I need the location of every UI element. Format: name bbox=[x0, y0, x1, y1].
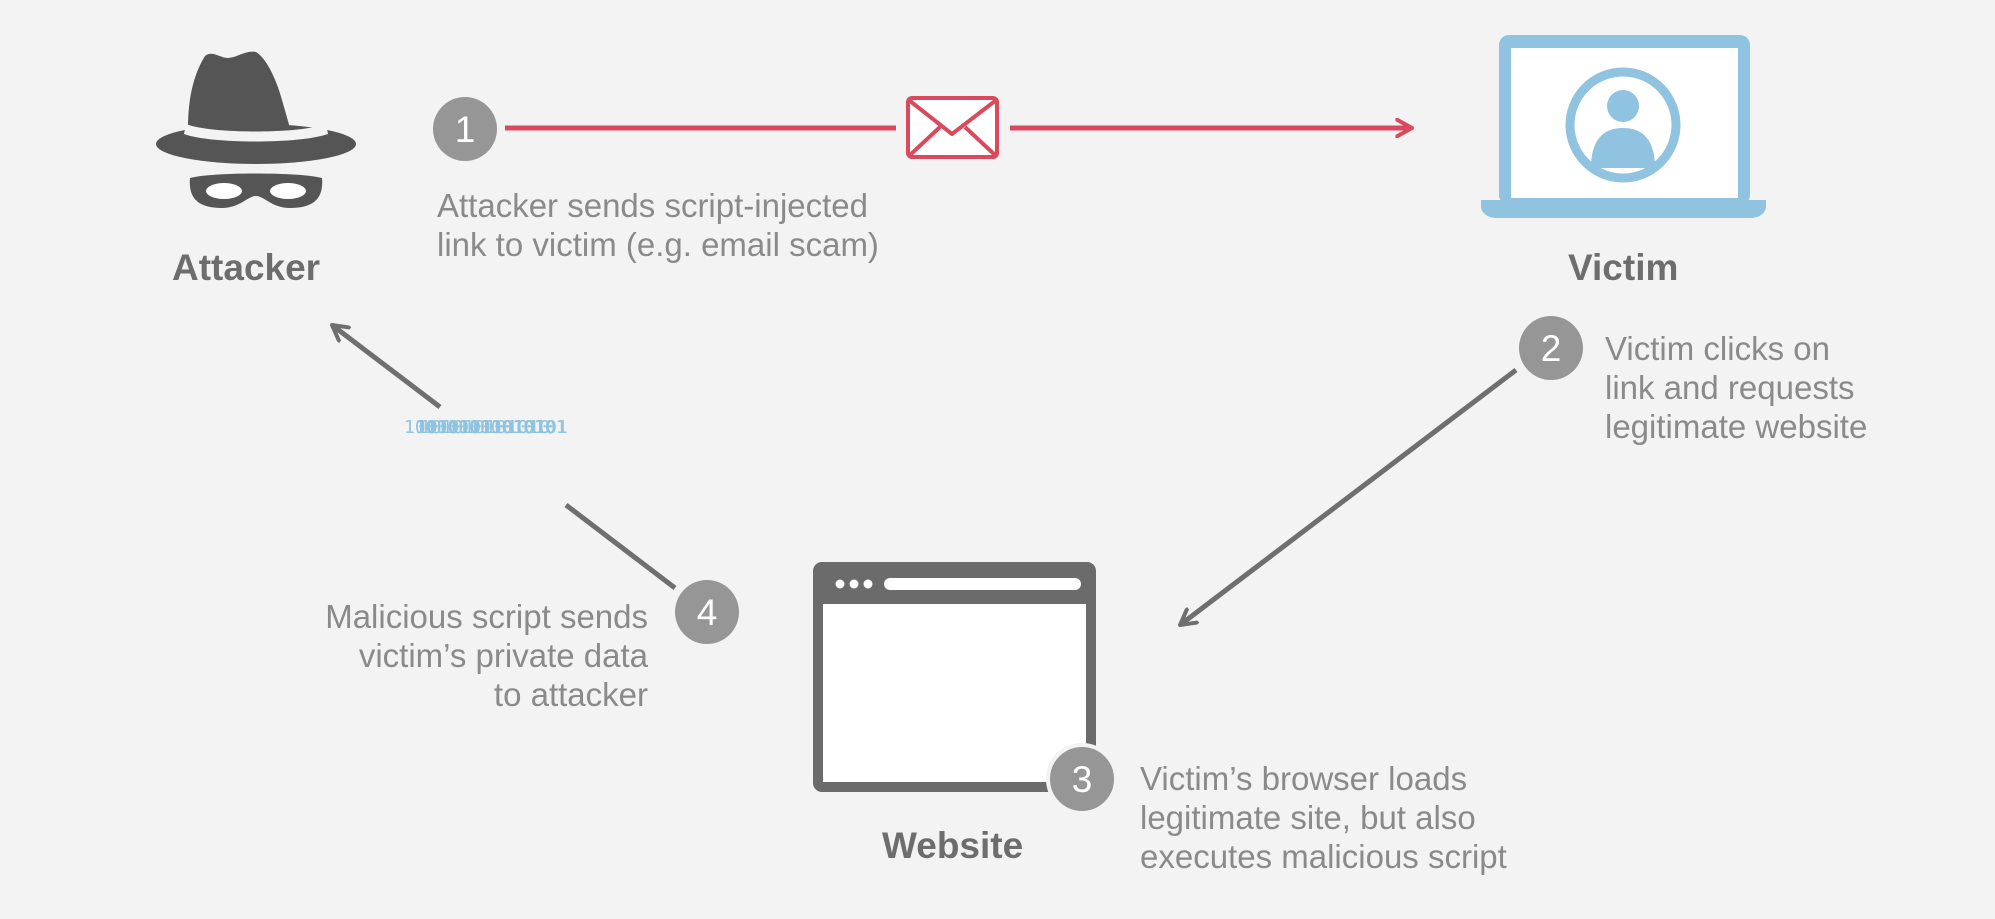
binary-line: 10010101001010 bbox=[404, 417, 556, 438]
attacker-label: Attacker bbox=[172, 247, 321, 288]
binary-line: 10101011010101 bbox=[416, 417, 568, 438]
step-4-badge: 4 bbox=[675, 580, 739, 644]
envelope-icon bbox=[906, 96, 999, 159]
flow-arrow-step-2 bbox=[1180, 368, 1518, 625]
flow-arrow-step-4 bbox=[332, 325, 677, 590]
website-label: Website bbox=[882, 825, 1024, 866]
spy-icon bbox=[156, 51, 356, 208]
step-3-badge: 3 bbox=[1046, 743, 1118, 815]
laptop-user-icon bbox=[1481, 35, 1766, 218]
binary-line: 11010101010101 bbox=[404, 417, 567, 438]
step-2-badge: 2 bbox=[1519, 316, 1583, 380]
step-2-number: 2 bbox=[1541, 328, 1562, 369]
victim-label: Victim bbox=[1568, 247, 1679, 288]
browser-window-icon bbox=[813, 562, 1096, 792]
step-3-description: Victim’s browser loads legitimate site, … bbox=[1140, 760, 1507, 875]
step-2-description: Victim clicks on link and requests legit… bbox=[1605, 330, 1868, 445]
step-4-description: Malicious script sends victim’s private … bbox=[325, 598, 648, 713]
step-1-number: 1 bbox=[455, 109, 476, 150]
step-1-badge: 1 bbox=[433, 97, 497, 161]
step-3-number: 3 bbox=[1072, 759, 1093, 800]
step-4-number: 4 bbox=[697, 592, 718, 633]
step-1-description: Attacker sends script-injected link to v… bbox=[437, 187, 879, 263]
binary-line: 101010101010 bbox=[420, 417, 551, 438]
